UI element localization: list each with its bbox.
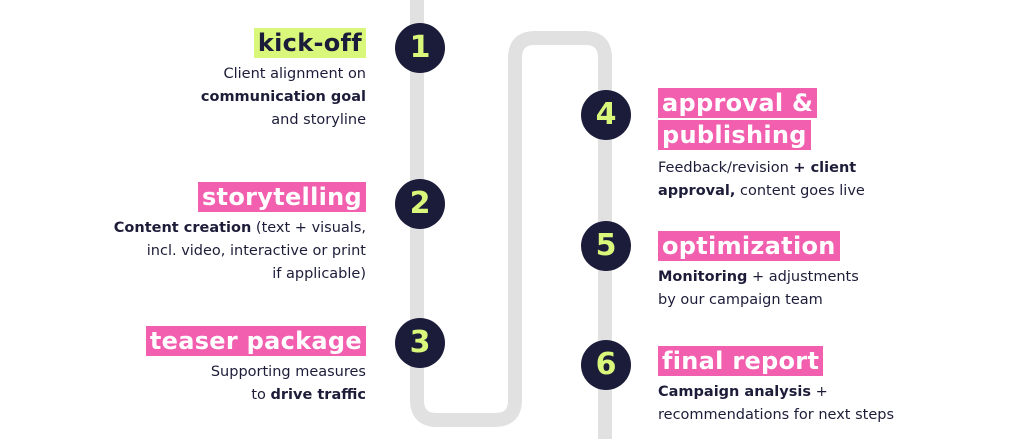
step-2: storytelling Content creation (text + vi… (36, 182, 366, 286)
step-4-title-line-2: publishing (658, 120, 811, 150)
step-3-title: teaser package (145, 326, 366, 356)
step-5: optimization Monitoring + adjustments by… (658, 231, 998, 312)
step-6: final report Campaign analysis + recomme… (658, 346, 1018, 427)
step-4-title-line-1: approval & (658, 88, 818, 118)
step-6-title: final report (658, 346, 824, 376)
step-5-title: optimization (658, 231, 840, 261)
step-4-number: 4 (581, 90, 631, 140)
step-1-title: kick-off (253, 28, 366, 58)
step-1-number: 1 (395, 23, 445, 73)
step-6-number: 6 (581, 340, 631, 390)
step-6-description: Campaign analysis + recommendations for … (658, 384, 894, 423)
step-2-description: Content creation (text + visuals, incl. … (113, 220, 366, 282)
step-3-description: Supporting measures to drive traffic (210, 364, 366, 403)
step-1-description: Client alignment on communication goal a… (200, 66, 366, 128)
step-2-number: 2 (395, 179, 445, 229)
step-3: teaser package Supporting measures to dr… (36, 326, 366, 407)
step-4: approval & publishing Feedback/revision … (658, 88, 998, 203)
step-5-number: 5 (581, 221, 631, 271)
step-1: kick-off Client alignment on communicati… (36, 28, 366, 132)
step-3-number: 3 (395, 318, 445, 368)
path-line (410, 0, 612, 439)
step-5-description: Monitoring + adjustments by our campaign… (658, 269, 859, 308)
step-4-description: Feedback/revision + client approval, con… (658, 160, 865, 199)
step-2-title: storytelling (197, 182, 366, 212)
